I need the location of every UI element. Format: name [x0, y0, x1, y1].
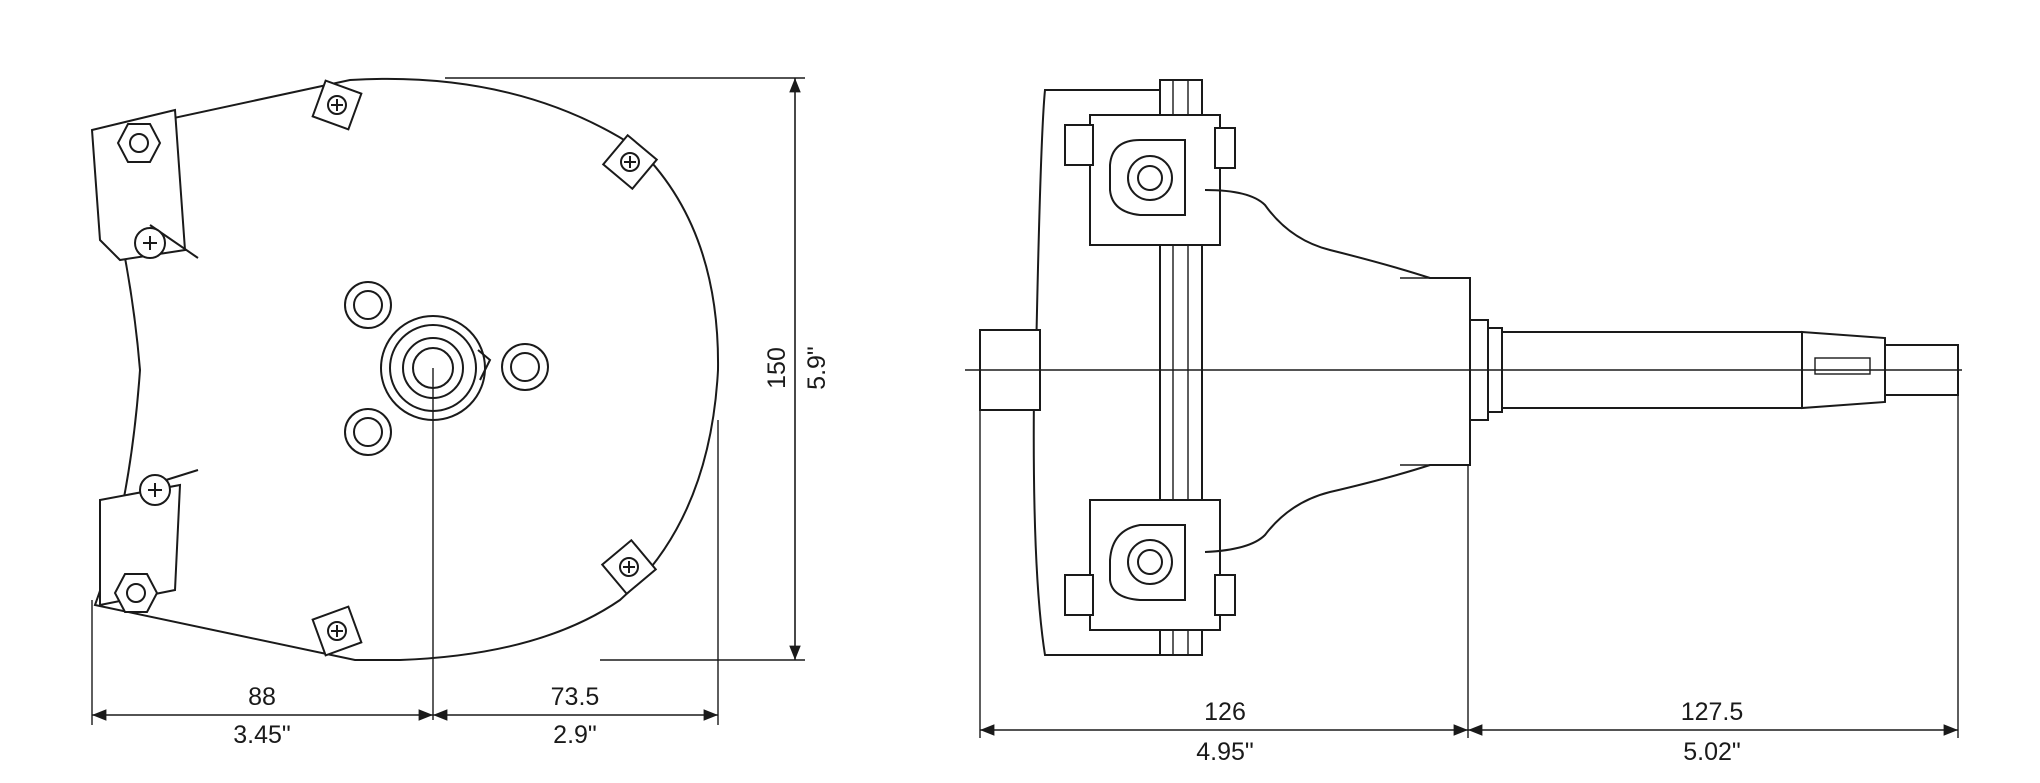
wing-screw-bottom [139, 469, 199, 506]
label-side-body-in: 4.95" [1196, 738, 1254, 766]
label-front-left-in: 3.45" [233, 721, 291, 749]
nut-top [116, 123, 162, 163]
side-gear-housing [1204, 189, 1471, 553]
label-side-shaft-in: 5.02" [1683, 738, 1741, 766]
mounting-hole-2 [501, 343, 549, 391]
screw-bottom [311, 605, 363, 657]
mounting-hole-1 [344, 281, 392, 329]
label-height-mm: 150 [763, 347, 791, 389]
label-front-right-in: 2.9" [553, 721, 597, 749]
screw-upper-right [601, 133, 659, 191]
label-front-right-mm: 73.5 [551, 683, 600, 711]
screw-lower-right [600, 538, 658, 596]
wing-screw-top [134, 224, 199, 259]
nut-bottom [113, 573, 159, 613]
screw-top [311, 79, 363, 131]
clamp-top [1064, 114, 1236, 246]
front-view: 88 3.45" 73.5 2.9" 150 5.9" [90, 77, 831, 749]
label-height-in: 5.9" [803, 346, 831, 390]
label-side-shaft-mm: 127.5 [1681, 698, 1744, 726]
label-side-body-mm: 126 [1204, 698, 1246, 726]
clamp-bottom [1064, 499, 1236, 631]
label-front-left-mm: 88 [248, 683, 276, 711]
mounting-hole-3 [344, 408, 392, 456]
side-view: 126 4.95" 127.5 5.02" [965, 79, 1962, 766]
side-shaft-keyway [1814, 357, 1871, 375]
